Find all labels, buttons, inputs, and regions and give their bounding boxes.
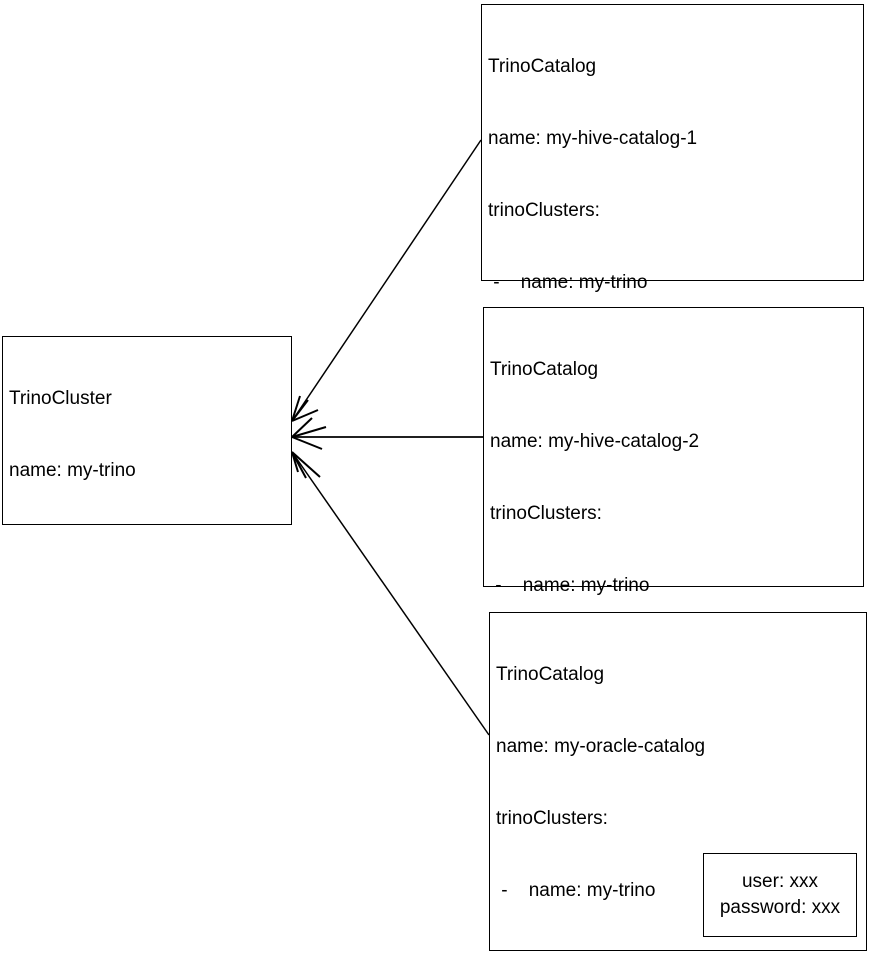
catalog-line: TrinoCatalog [490,359,599,380]
catalog-line: - name: my-trino [488,272,648,293]
catalog-line: name: my-hive-catalog-2 [490,431,700,452]
connector-hive-catalog-1-to-cluster [291,139,482,422]
catalog-line: name: my-oracle-catalog [496,736,706,757]
catalog-line: name: my-hive-catalog-1 [488,128,698,149]
connector-oracle-catalog-to-cluster [291,451,490,736]
catalog-line: - name: my-trino [490,575,650,596]
trino-cluster-node[interactable]: TrinoCluster name: my-trino [2,336,292,525]
trino-catalog-node-oracle[interactable]: TrinoCatalog name: my-oracle-catalog tri… [489,612,867,954]
catalog-line: trinoClusters: [490,503,602,524]
cluster-line: TrinoCluster [9,388,112,409]
trino-catalog-spec: TrinoCatalog name: my-oracle-catalog tri… [496,615,864,954]
catalog-line: oracle: [496,951,864,954]
cluster-line: name: my-trino [9,460,136,481]
secret-line: password: xxx [719,897,841,918]
catalog-line: trinoClusters: [488,200,600,221]
secret-line: user: xxx [741,871,819,892]
catalog-line: - name: my-trino [496,880,656,901]
trino-catalog-node-hive-1[interactable]: TrinoCatalog name: my-hive-catalog-1 tri… [481,4,864,653]
catalog-line: TrinoCatalog [496,664,605,685]
oracle-credentials-secret-node[interactable]: user: xxx password: xxx [703,853,857,937]
catalog-line: TrinoCatalog [488,56,597,77]
trino-cluster-spec: TrinoCluster name: my-trino [9,339,289,531]
secret-contents: user: xxx password: xxx [704,869,856,921]
catalog-line: trinoClusters: [496,808,608,829]
trino-catalog-node-hive-2[interactable]: TrinoCatalog name: my-hive-catalog-2 tri… [483,307,864,884]
connector-hive-catalog-2-to-cluster [291,417,483,450]
